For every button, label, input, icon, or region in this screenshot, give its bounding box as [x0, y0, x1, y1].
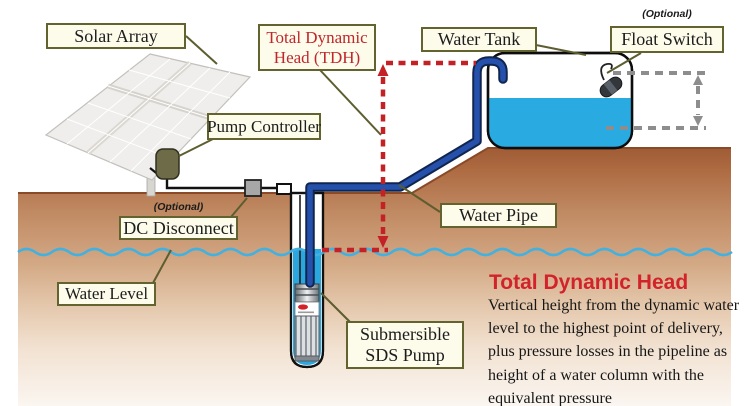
label-tdh-line2: Head (TDH) [273, 47, 361, 67]
dc-disconnect-device [244, 179, 262, 197]
tank-water [489, 98, 631, 147]
float-range-indicator [606, 71, 706, 130]
label-water-level: Water Level [57, 282, 156, 306]
float-range-arrow-down [693, 116, 703, 126]
float-range-arrow-up [693, 75, 703, 85]
tdh-info-body: Vertical height from the dynamic water l… [488, 297, 740, 406]
pointer-lines [152, 35, 642, 325]
label-water-tank: Water Tank [421, 27, 537, 52]
tdh-dashed-arrow [322, 60, 476, 253]
pump-logo [298, 304, 308, 310]
label-dc-disconnect: DC Disconnect [119, 216, 238, 240]
label-water-pipe: Water Pipe [440, 203, 557, 228]
wellhead-conduit [276, 183, 292, 195]
water-pipe-line [305, 56, 508, 288]
label-pump-line2: SDS Pump [365, 345, 445, 365]
label-tdh-line1: Total Dynamic [266, 27, 368, 47]
submersible-pump-device [294, 283, 320, 362]
label-solar-array: Solar Array [46, 23, 186, 49]
solar-array-panel [44, 53, 252, 197]
label-float-switch-optional: (Optional) [642, 8, 692, 20]
label-pump-controller: Pump Controller [207, 113, 321, 140]
tdh-info-heading: Total Dynamic Head [489, 271, 689, 294]
tdh-arrowhead-down [377, 236, 389, 248]
label-total-dynamic-head: Total Dynamic Head (TDH) [258, 24, 376, 71]
float-switch-device [599, 62, 623, 98]
water-tank-device [486, 51, 634, 150]
label-float-switch: Float Switch [610, 26, 724, 53]
label-submersible-pump: Submersible SDS Pump [346, 321, 464, 369]
label-dc-disconnect-optional: (Optional) [153, 201, 204, 213]
label-pump-line1: Submersible [360, 324, 450, 345]
tdh-arrowhead-up [377, 64, 389, 76]
pump-controller-device [155, 148, 180, 180]
